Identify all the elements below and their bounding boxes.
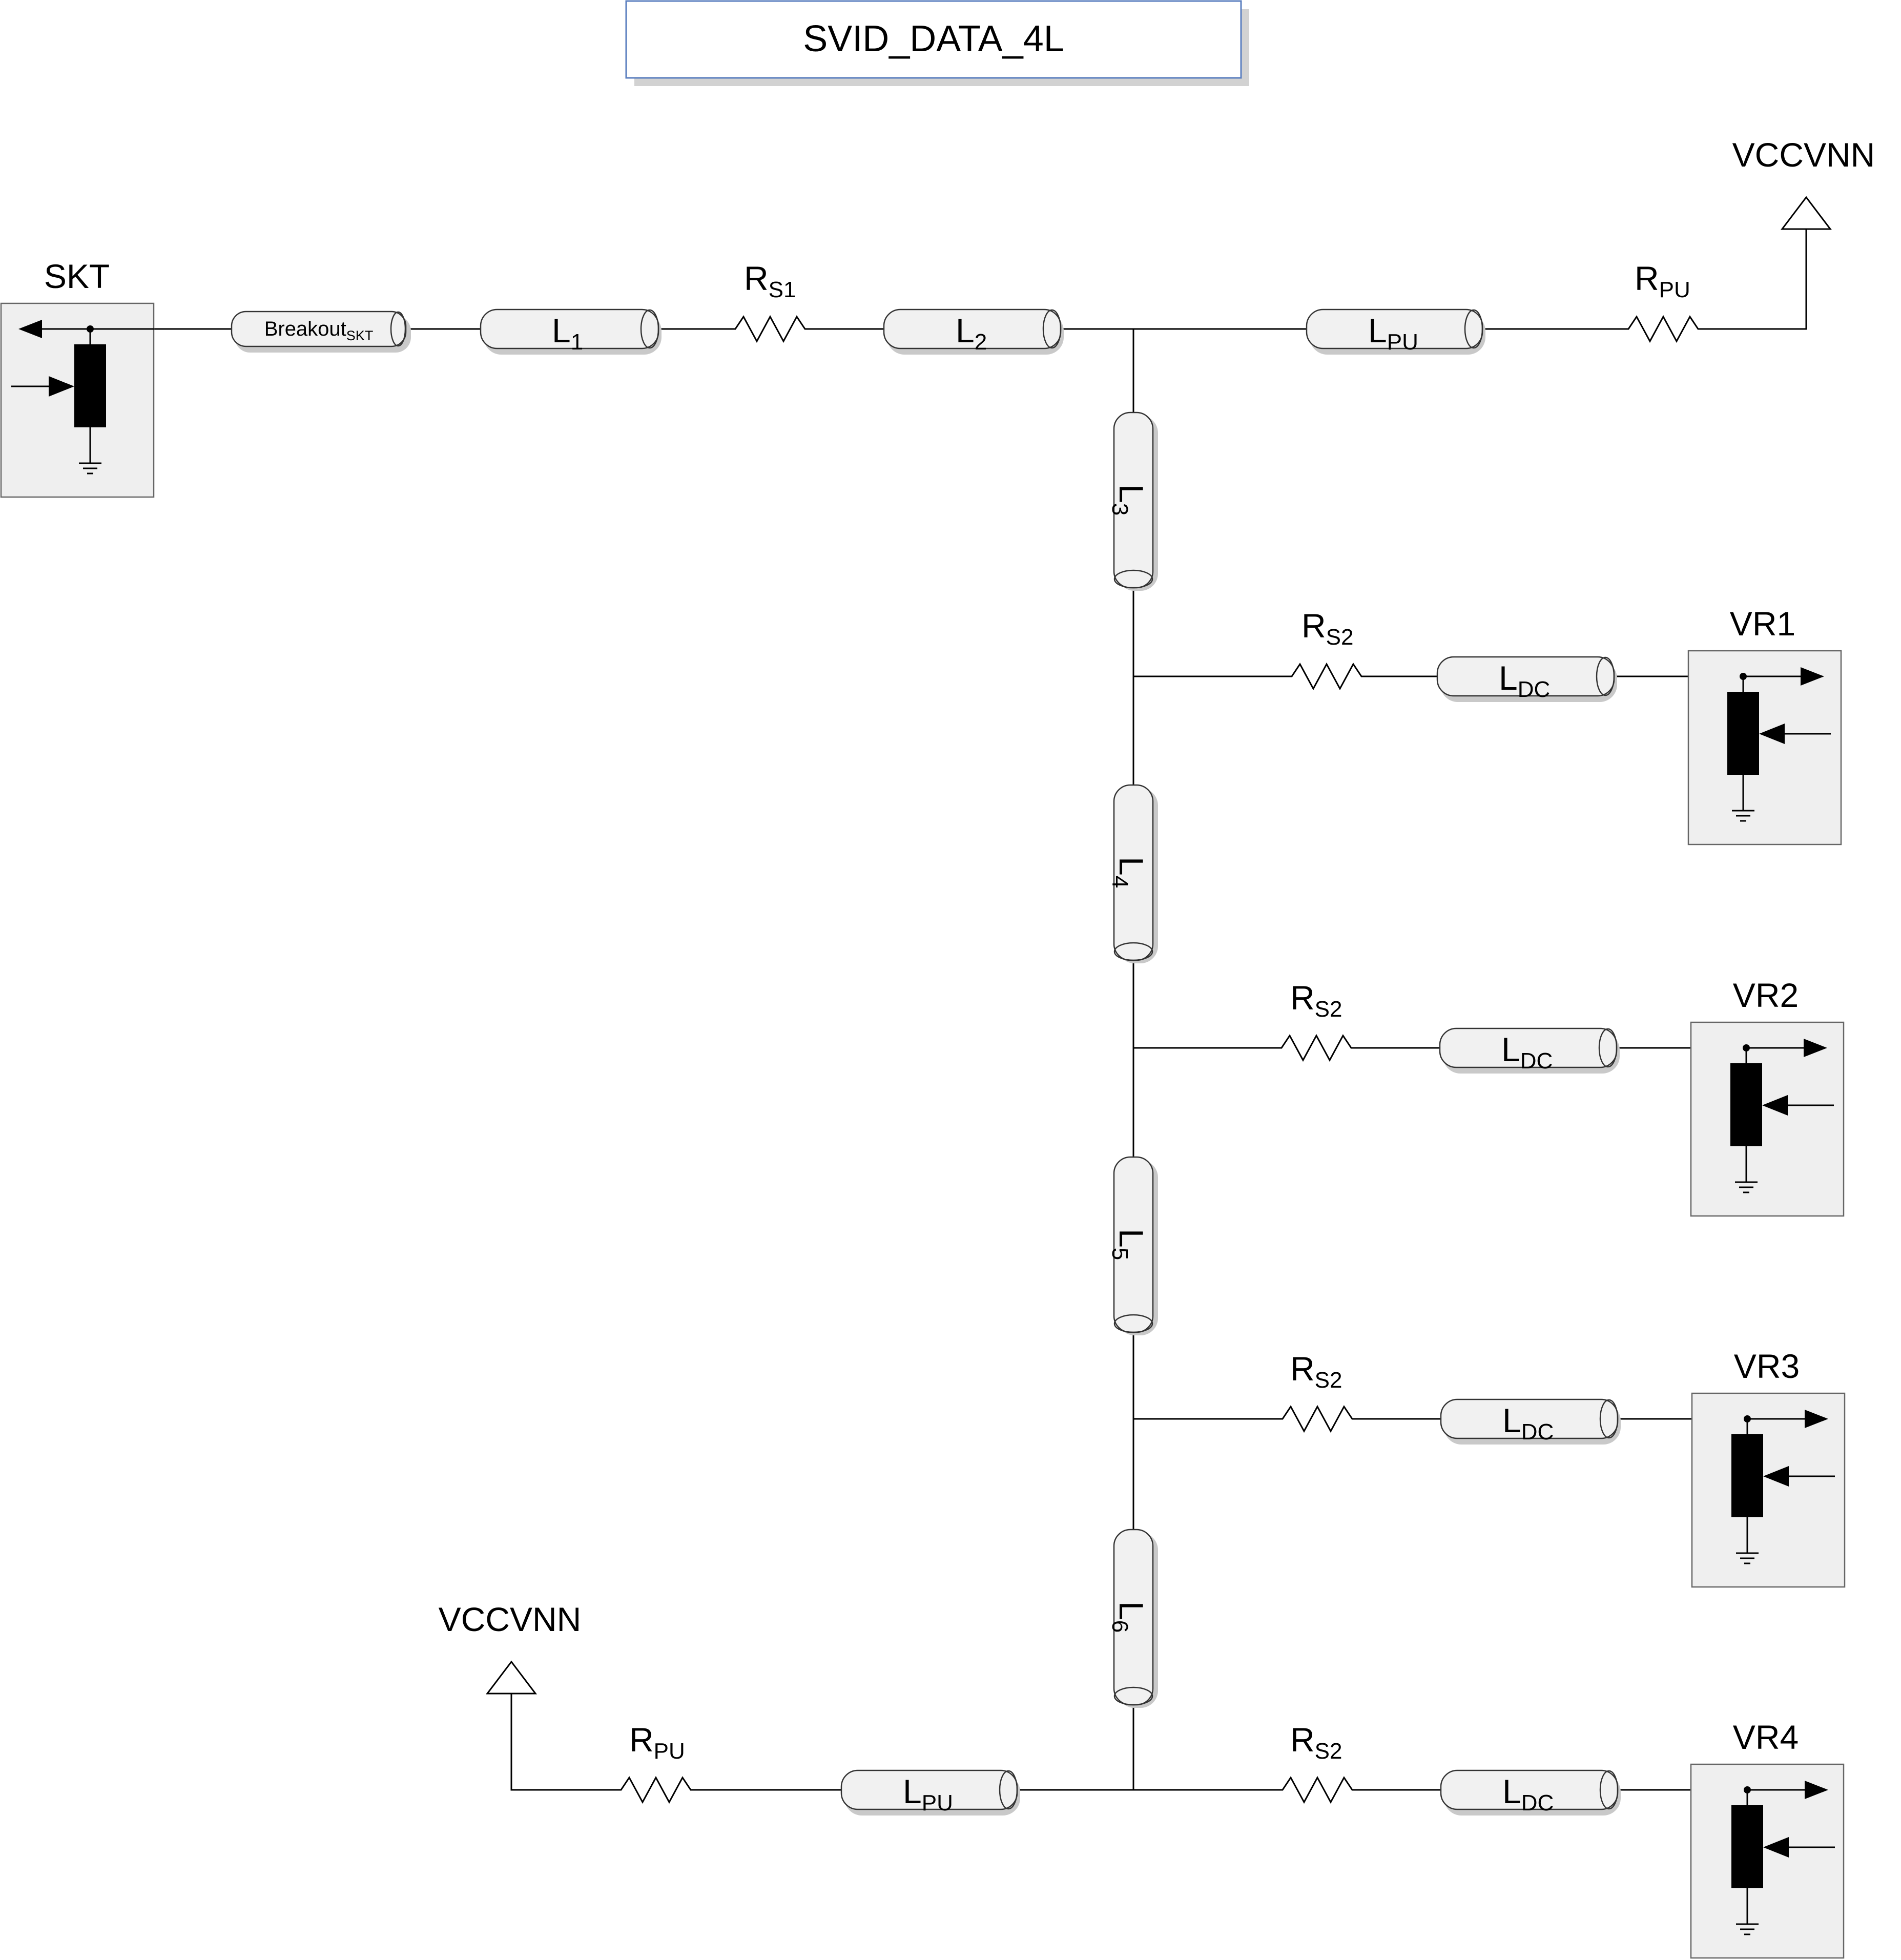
vr2-block: VR2 [1690,976,1845,1217]
transmission-lines: BreakoutSKT L1 L2 LPU LDC [231,308,1621,1815]
resistor-labels: RS1 RPU RS2 RS2 RS2 RS2 RPU [629,259,1690,1764]
label-ldc-1: LDC [1499,659,1550,702]
output-arrow-icon [1805,1410,1828,1428]
output-arrow-icon [1804,1039,1827,1057]
label-l1: L1 [552,312,583,355]
skt-block: SKT [0,257,155,498]
tline-l6: L6 [1107,1529,1158,1708]
ground-icon [79,462,101,474]
resistor-rpu-bottom [614,1776,695,1804]
input-arrow-icon [1763,1466,1789,1487]
vr3-block: VR3 [1691,1347,1846,1588]
label-rs1: RS1 [744,259,796,302]
ground-icon [1735,1181,1758,1193]
vcc-top: VCCVNN [1732,136,1875,230]
label-l6: L6 [1107,1601,1150,1633]
tline-l2: L2 [883,308,1064,355]
label-skt: SKT [44,257,110,295]
input-arrow-icon [1759,724,1785,744]
input-arrow-icon [1762,1095,1788,1116]
tline-l4: L4 [1107,784,1158,963]
tline-ldc-1: LDC [1436,656,1617,702]
label-vcc-top: VCCVNN [1732,136,1875,174]
label-l2: L2 [956,312,987,355]
label-rs2-2: RS2 [1290,979,1342,1022]
label-l4: L4 [1107,857,1150,888]
tline-lpu-top: LPU [1306,308,1485,355]
resistor-rs2-2 [1275,1034,1356,1062]
tline-ldc-4: LDC [1440,1769,1621,1815]
vr1-block: VR1 [1687,605,1842,845]
tline-l3: L3 [1107,411,1158,591]
label-rpu-bottom: RPU [629,1721,685,1764]
wire-rpu-top-to-vcc [1703,229,1807,330]
tline-ldc-3: LDC [1440,1398,1621,1445]
label-rs2-4: RS2 [1290,1721,1342,1764]
title-block: SVID_DATA_4L [625,0,1249,86]
label-l5: L5 [1107,1229,1150,1260]
resistors [614,315,1703,1804]
label-vr3: VR3 [1734,1347,1800,1385]
label-l3: L3 [1107,484,1150,515]
label-breakout: BreakoutSKT [264,318,374,343]
input-arrow-icon [1763,1837,1789,1858]
tline-breakout: BreakoutSKT [231,311,411,353]
power-supply-icon [1780,196,1832,230]
wires [90,229,1807,1791]
vr4-block: VR4 [1690,1718,1845,1959]
ground-icon [1736,1552,1759,1564]
vcc-bottom: VCCVNN [439,1600,582,1695]
tline-lpu-bottom: LPU [840,1769,1020,1815]
input-arrow-icon [49,376,74,397]
output-arrow-icon [18,320,42,338]
label-lpu-top: LPU [1368,312,1418,355]
power-supply-icon [485,1660,538,1695]
label-ldc-3: LDC [1502,1401,1554,1445]
tline-l1: L1 [480,308,662,355]
output-arrow-icon [1805,1781,1828,1799]
label-rpu-top: RPU [1635,259,1690,302]
resistor-rs2-3 [1276,1405,1357,1433]
diagram-title: SVID_DATA_4L [803,18,1064,59]
label-vcc-bottom: VCCVNN [439,1600,582,1638]
tline-l5: L5 [1107,1156,1158,1335]
label-rs2-1: RS2 [1301,607,1354,650]
label-ldc-4: LDC [1502,1772,1554,1815]
ground-icon [1736,1923,1759,1935]
resistor-rs2-1 [1285,662,1366,691]
wire-rpu-bottom-to-vcc [510,1694,614,1791]
label-vr1: VR1 [1730,605,1795,643]
label-vr4: VR4 [1733,1718,1799,1756]
ground-icon [1732,810,1754,822]
resistor-rs2-4 [1276,1776,1357,1804]
label-lpu-bottom: LPU [903,1772,953,1815]
label-rs2-3: RS2 [1290,1350,1342,1393]
resistor-rs1 [729,315,810,343]
label-ldc-2: LDC [1501,1030,1553,1074]
output-arrow-icon [1801,667,1824,686]
tline-ldc-2: LDC [1439,1027,1620,1074]
resistor-rpu-top [1622,315,1703,343]
label-vr2: VR2 [1733,976,1799,1014]
